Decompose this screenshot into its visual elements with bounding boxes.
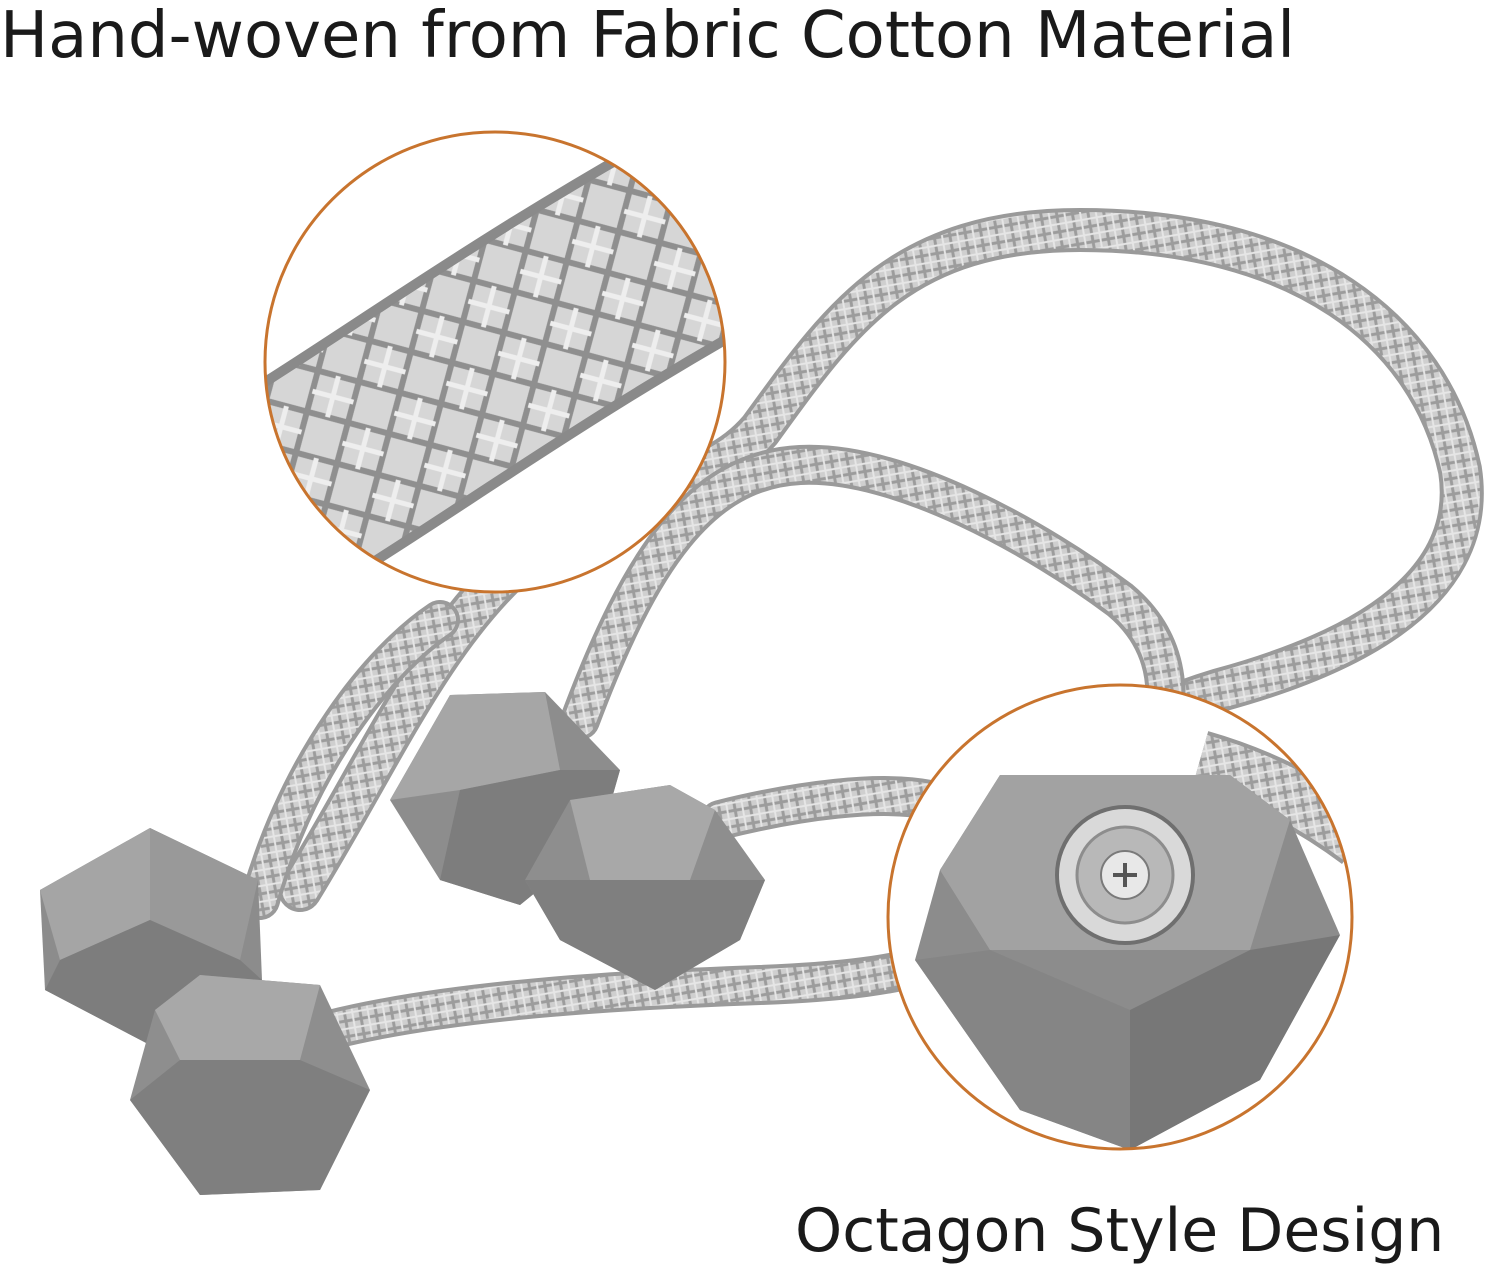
rope-inner-loop (564, 448, 1182, 776)
rope-lower-link (314, 944, 956, 1046)
braid-closeup-icon (263, 130, 727, 594)
caption: Octagon Style Design (795, 1196, 1445, 1266)
headline: Hand-woven from Fabric Cotton Material (0, 0, 1296, 73)
bead-left-bottom (130, 975, 370, 1195)
rope-middle-link (704, 780, 946, 836)
bead-center-front (525, 785, 765, 990)
rope-left-strand (244, 604, 456, 916)
octagon-bead-closeup-icon (886, 683, 1354, 1151)
magnet-screw-icon (1055, 805, 1195, 945)
